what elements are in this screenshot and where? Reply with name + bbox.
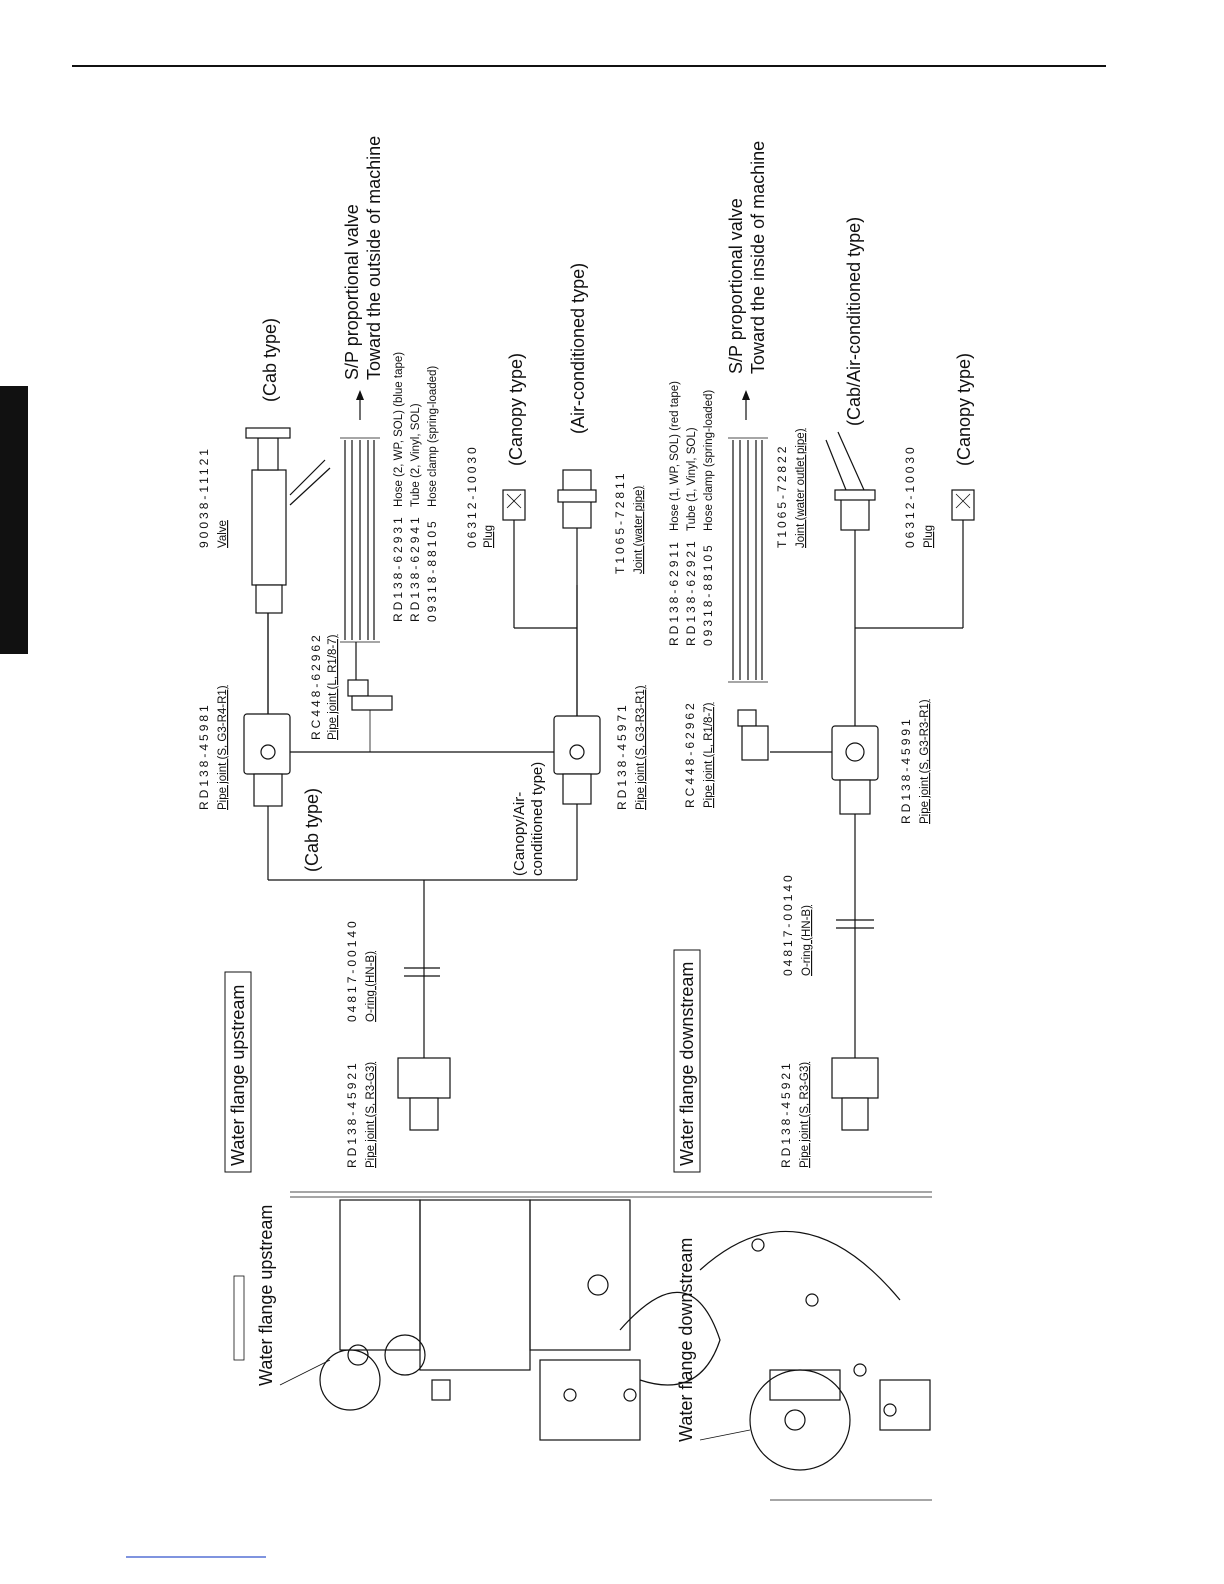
lower-pipe-joint-l-part: RC448-62962 [683,700,697,808]
lower-hose-desc-1: Tube (1, Vinyl, SOL) [686,427,698,531]
engine-drawing [233,1191,932,1501]
upper-pipe-joint-l-part: RC448-62962 [309,632,323,740]
upper-hose-desc-1: Tube (2, Vinyl, SOL) [410,403,422,507]
upper-hose-part-1: RD138-62941 [408,514,422,622]
upper-hose-desc-0: Hose (2, WP, SOL) (blue tape) [393,352,405,507]
lower-sp-valve-line1: S/P proportional valve [726,198,746,374]
upper-joint-desc: Joint (water pipe) [633,486,645,574]
upper-oring-part: 04817-00140 [345,918,359,1022]
upper-canopy-aircon-line2: conditioned type) [529,762,546,876]
upper-pipe-joint-mid-desc: Pipe joint (S, G3-R3-R1) [635,685,647,810]
upper-pipe-joint-top-part: RD138-45981 [197,702,211,810]
upper-canopy-type: (Canopy type) [506,353,526,466]
lower-pipe-joint-s-desc: Pipe joint (S, R3-G3) [799,1062,811,1168]
lower-pipe-joint-part: RD138-45991 [899,716,913,824]
upper-valve-part: 90038-11121 [197,446,211,548]
lower-pipe-joint-l-desc: Pipe joint (L, R1/8-7) [703,702,715,808]
upper-sp-valve-line1: S/P proportional valve [342,204,362,380]
lower-joint-part: T1065-72822 [775,444,789,548]
lower-hose-desc-0: Hose (1, WP, SOL) (red tape) [669,381,681,531]
lower-hose-desc-2: Hose clamp (spring-loaded) [703,390,715,531]
lower-pipe-joint-desc: Pipe joint (S, G3-R3-R1) [919,699,931,824]
upper-pipe-joint-s-part: RD138-45921 [345,1060,359,1168]
upper-sp-valve-line2: Toward the outside of machine [364,136,384,380]
upper-canopy-aircon-line1: (Canopy/Air- [511,792,528,876]
lower-hose-part-0: RD138-62911 [667,539,681,646]
upper-flange-title-box [224,971,252,1173]
lower-plug-desc: Plug [923,525,935,548]
upper-pipe-joint-l-desc: Pipe joint (L, R1/8-7) [327,634,339,740]
lower-oring-part: 04817-00140 [781,872,795,976]
lower-oring-desc: O-ring (HN-B) [801,905,813,976]
lower-assembly-graphics [728,390,975,1131]
side-tab [0,386,28,654]
engine-callout-upstream: Water flange upstream [256,1205,276,1386]
upper-pipe-joint-s-desc: Pipe joint (S, R3-G3) [365,1062,377,1168]
upper-aircon-type: (Air-conditioned type) [568,263,588,434]
lower-flange-title: Water flange downstream [677,962,697,1166]
lower-sp-valve-line2: Toward the inside of machine [748,141,768,374]
lower-flange-title-box [673,949,701,1173]
upper-cab-type: (Cab type) [260,318,280,402]
upper-plug-desc: Plug [483,525,495,548]
upper-valve-desc: Valve [217,520,229,548]
lower-plug-part: 06312-10030 [903,444,917,548]
upper-cab-type-2: (Cab type) [302,788,322,872]
upper-hose-part-0: RD138-62931 [391,514,405,622]
upper-joint-part: T1065-72811 [613,471,627,575]
lower-cab-aircon-type: (Cab/Air-conditioned type) [844,217,864,426]
upper-plug-part: 06312-10030 [465,444,479,548]
upper-pipe-joint-top-desc: Pipe joint (S, G3-R4-R1) [217,685,229,810]
lower-canopy-type: (Canopy type) [954,353,974,466]
lower-joint-desc: Joint (water outlet pipe) [795,428,807,548]
lower-hose-part-1: RD138-62921 [684,538,698,646]
upper-hose-desc-2: Hose clamp (spring-loaded) [427,366,439,507]
upper-pipe-joint-mid-part: RD138-45971 [615,702,629,810]
lower-hose-part-2: 09318-88105 [701,542,715,646]
upper-oring-desc: O-ring (HN-B) [365,951,377,1022]
upper-hose-part-2: 09318-88105 [425,518,439,622]
lower-pipe-joint-s-part: RD138-45921 [779,1060,793,1168]
engine-callout-downstream: Water flange downstream [676,1238,696,1442]
upper-assembly-graphics [243,390,601,1131]
upper-flange-title: Water flange upstream [228,985,248,1166]
